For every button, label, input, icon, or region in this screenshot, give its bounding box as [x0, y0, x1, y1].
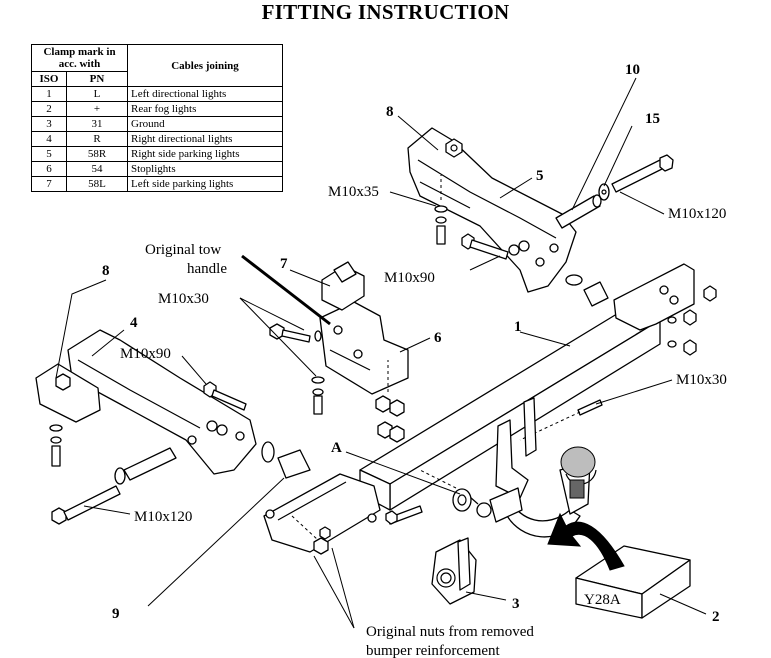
callout-4: 4 [130, 315, 138, 331]
cell-pn: 58L [66, 176, 128, 192]
callout-15: 15 [645, 111, 660, 127]
label-m10x35: M10x35 [328, 184, 379, 200]
box-code-label: Y28A [584, 592, 621, 608]
table-row: 6 54 Stoplights [31, 161, 283, 177]
part-2-box: Y28A [575, 545, 691, 619]
bolt-m10x120-bottom [51, 485, 121, 525]
header-pn: PN [66, 71, 128, 87]
label-m10x30-left: M10x30 [158, 291, 209, 307]
bolt-m10x35 [434, 175, 448, 245]
callout-8-left: 8 [102, 263, 110, 279]
part-5-right-bracket [407, 127, 577, 293]
stack-nuts-center [375, 360, 405, 443]
part-3-socket-plate [431, 537, 477, 605]
label-original-nuts-1: Original nuts from removed [366, 624, 534, 640]
callout-1: 1 [514, 319, 522, 335]
bolt-crossbar-bottom [385, 505, 423, 525]
bolt-m10x120-top [611, 154, 674, 193]
callout-2: 2 [712, 609, 720, 625]
bolt-m10x90-left [203, 381, 247, 436]
spacer-right [565, 274, 609, 307]
cable-joining-table: Clamp mark in acc. with Cables joining I… [31, 44, 283, 192]
callout-3: 3 [512, 596, 520, 612]
cell-desc: Right side parking lights [127, 146, 283, 162]
original-nuts [291, 515, 331, 555]
tow-neck-mount [495, 397, 537, 499]
callout-8-top: 8 [386, 104, 394, 120]
socket-connector [461, 487, 523, 523]
part-4-left-bracket [67, 329, 257, 475]
header-clamp-mark: Clamp mark in acc. with [31, 44, 128, 72]
callout-7: 7 [280, 256, 288, 272]
part-10-spacer-tube [555, 194, 602, 229]
callout-10: 10 [625, 62, 640, 78]
label-original-tow-1: Original tow [145, 242, 221, 258]
part-9-spacer [114, 441, 311, 485]
insert-arrow [547, 512, 625, 571]
page-title: FITTING INSTRUCTION [261, 0, 510, 24]
table-row: 4 R Right directional lights [31, 131, 283, 147]
part-8-left-plate [35, 363, 101, 423]
label-m10x120-bottom: M10x120 [134, 509, 192, 525]
leader-lines [55, 77, 707, 629]
table-header-row: Clamp mark in acc. with Cables joining [31, 44, 283, 87]
nuts-right-end [667, 285, 717, 356]
cell-desc: Stoplights [127, 161, 283, 177]
nut-8-top [445, 138, 463, 158]
label-original-tow-2: handle [187, 261, 227, 277]
bolt-m10x90-top [461, 233, 530, 260]
callout-9: 9 [112, 606, 120, 622]
label-m10x30-right: M10x30 [676, 372, 727, 388]
cell-desc: Left side parking lights [127, 176, 283, 192]
cell-pn: 58R [66, 146, 128, 162]
cell-desc: Right directional lights [127, 131, 283, 147]
label-m10x120-top: M10x120 [668, 206, 726, 222]
part-a-nut [419, 469, 472, 512]
part-7-bracket [321, 261, 365, 311]
label-original-nuts-2: bumper reinforcement [366, 643, 501, 658]
part-6-bracket [319, 301, 409, 395]
table-row: 5 58R Right side parking lights [31, 146, 283, 162]
callout-6: 6 [434, 330, 442, 346]
callout-5: 5 [536, 168, 544, 184]
bolt-left-vertical [49, 424, 63, 467]
callout-a: A [331, 440, 342, 456]
label-m10x90-top: M10x90 [384, 270, 435, 286]
header-cables-joining: Cables joining [127, 44, 283, 87]
table-row: 7 58L Left side parking lights [31, 176, 283, 192]
bolt-m10x30-left [269, 323, 325, 415]
washer-15 [598, 183, 610, 201]
label-m10x90-left: M10x90 [120, 346, 171, 362]
